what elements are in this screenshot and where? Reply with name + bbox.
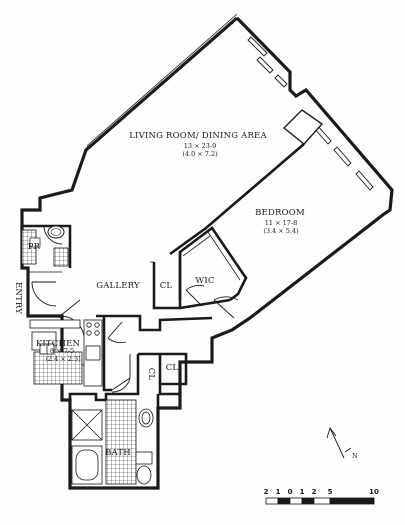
detail-lines — [28, 231, 241, 281]
closet-label-gallery: CL — [160, 281, 173, 291]
wall-outline — [73, 13, 238, 185]
closet-label-hall: CL — [166, 363, 179, 373]
scale-tick: 1 — [276, 488, 281, 496]
bedroom-dim-m: (3.4 × 5.4) — [263, 227, 299, 235]
north-arrow — [326, 427, 352, 459]
bath-label: BATH — [105, 448, 131, 458]
scale-tick: 5 — [328, 488, 333, 496]
scale-tick: 10 — [369, 488, 379, 496]
bath-fixtures — [71, 399, 154, 485]
scale-tick: 2 — [264, 488, 269, 496]
scale-ticks: 2 1 0 1 2 5 10 — [264, 488, 379, 496]
kitchen-dim-m: (2.4 × 2.3) — [45, 355, 81, 363]
kitchen-dim-ft: 8 × 7-5 — [50, 347, 74, 355]
north-label: N — [352, 452, 358, 460]
living-room-dim-ft: 13 × 23-9 — [184, 142, 216, 150]
interior-walls — [22, 143, 305, 408]
windows — [247, 36, 374, 191]
powder-room-label: PR — [28, 242, 41, 252]
entry-label: ENTRY — [13, 282, 23, 314]
wic-label: WIC — [195, 276, 214, 286]
bedroom-label: BEDROOM — [255, 208, 305, 218]
room-labels: LIVING ROOM/ DINING AREA 13 × 23-9 (4.0 … — [13, 131, 305, 458]
closet-label-small: CL — [146, 368, 156, 381]
gallery-label: GALLERY — [96, 281, 140, 291]
column — [282, 109, 324, 145]
scale-bar — [265, 497, 375, 505]
living-room-label: LIVING ROOM/ DINING AREA — [129, 131, 267, 141]
bedroom-dim-ft: 11 × 17-8 — [265, 219, 297, 227]
scale-tick: 1 — [300, 488, 305, 496]
scale-tick: 0 — [288, 488, 293, 496]
kitchen-fixtures — [29, 319, 103, 387]
living-room-dim-m: (4.0 × 7.2) — [182, 150, 218, 158]
powder-room — [21, 225, 69, 267]
scale-tick: 2 — [312, 488, 317, 496]
kitchen-label: KITCHEN — [36, 339, 81, 349]
